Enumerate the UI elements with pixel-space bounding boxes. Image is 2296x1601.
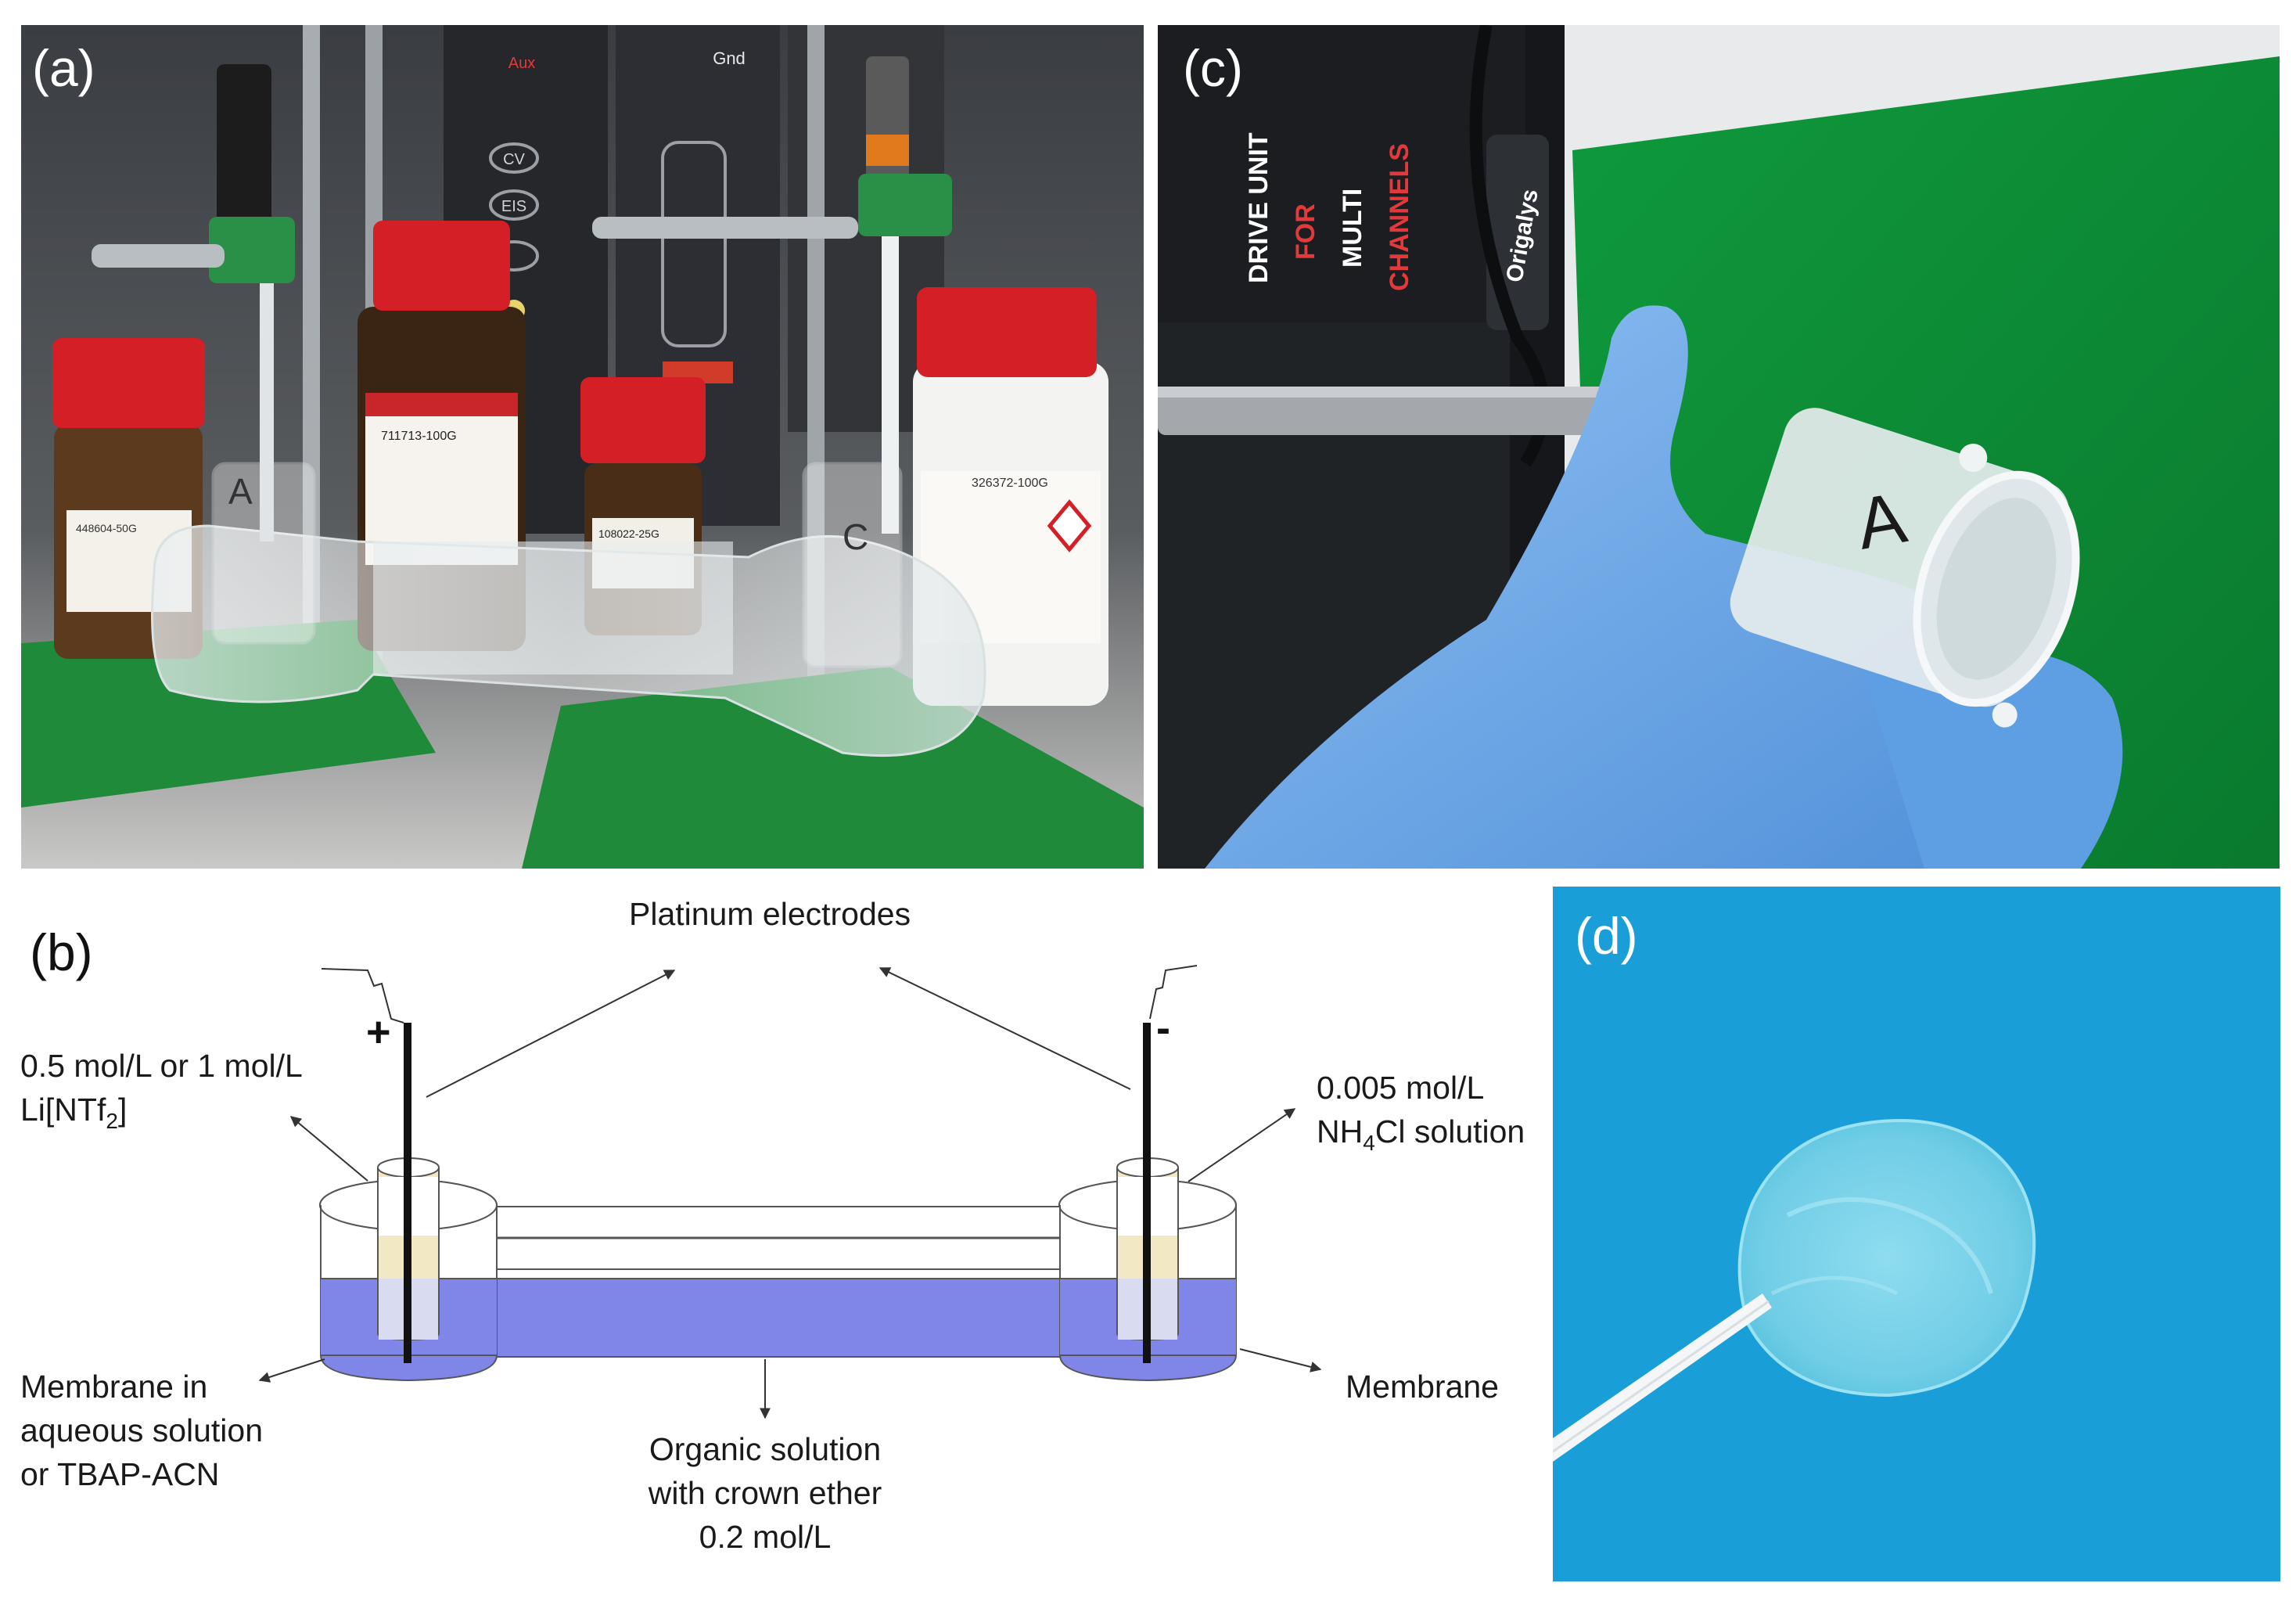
minus-sign: -	[1156, 1005, 1170, 1052]
plus-sign: +	[366, 1009, 391, 1056]
tweezers	[1553, 1293, 1772, 1462]
arrow	[1188, 1108, 1296, 1182]
glass-cell-a	[1730, 408, 2080, 728]
schematic-panel-b: + - (b) Platinum electrodes 0.5 mol/L or…	[0, 870, 1545, 1601]
green-stand-base	[522, 667, 1144, 869]
green-clamp	[858, 174, 952, 236]
device-label-gnd: Gnd	[713, 49, 746, 68]
left-electrolyte-line1: 0.5 mol/L or 1 mol/L	[20, 1048, 303, 1084]
organic-solution-line2: with crown ether	[648, 1475, 882, 1511]
h-cell-schematic: + -	[258, 965, 1322, 1419]
arrow	[258, 1358, 325, 1383]
cell-letter-a: A	[228, 471, 253, 512]
left-electrolyte-line2: Li[NTf2]	[20, 1092, 128, 1133]
device-text-multi: MULTI	[1338, 189, 1367, 268]
platinum-electrode-right	[1143, 1023, 1151, 1363]
panel-label-c: (c)	[1183, 39, 1243, 97]
platinum-electrode-left	[404, 1023, 411, 1363]
platinum-electrodes-label: Platinum electrodes	[629, 896, 911, 932]
left-membrane-label: Membrane in aqueous solution or TBAP-ACN	[20, 1365, 263, 1496]
arrow	[1239, 1348, 1322, 1373]
bottle-label: 448604-50G	[76, 522, 137, 534]
panel-label-b: (b)	[30, 923, 93, 981]
device-label-eis: EIS	[501, 198, 526, 215]
panel-label-a: (a)	[32, 39, 95, 97]
device-text-channels: CHANNELS	[1385, 143, 1414, 291]
right-electrolyte-line2: NH4Cl solution	[1317, 1114, 1525, 1155]
membrane-disc	[1737, 1119, 2036, 1398]
green-clamp	[209, 217, 295, 283]
left-electrolyte-label: 0.5 mol/L or 1 mol/L Li[NTf2]	[20, 1044, 303, 1143]
organic-solution-line1: Organic solution	[649, 1431, 882, 1467]
drive-unit-device	[1158, 25, 1525, 322]
cell-letter-c: C	[843, 516, 868, 557]
bottle-label: 326372-100G	[972, 477, 1048, 490]
arrow	[879, 967, 1131, 1090]
photo-panel-d: (d)	[1553, 887, 2280, 1581]
bottle-label: 108022-25G	[598, 527, 659, 540]
organic-solution-line3: 0.2 mol/L	[699, 1519, 832, 1555]
device-label-aux: Aux	[508, 55, 535, 72]
arrow	[289, 1116, 368, 1182]
metal-rod	[1158, 387, 1643, 435]
bottle-label: 711713-100G	[381, 430, 457, 443]
device-text-for: FOR	[1291, 203, 1320, 260]
left-membrane-line1: Membrane in	[20, 1369, 208, 1405]
organic-solution-label: Organic solution with crown ether 0.2 mo…	[609, 1427, 922, 1559]
panel-label-d: (d)	[1575, 907, 1638, 965]
photo-a-illustration: CV EIS Gnd Aux 448604-50G 711713-100G	[21, 25, 1144, 869]
device-label-cv: CV	[503, 151, 525, 168]
arrow	[426, 970, 676, 1098]
electrode-holder	[217, 64, 271, 228]
left-membrane-line3: or TBAP-ACN	[20, 1456, 220, 1492]
photo-d-illustration	[1553, 887, 2280, 1581]
photo-panel-a: CV EIS Gnd Aux 448604-50G 711713-100G	[21, 25, 1144, 869]
photo-panel-c: DRIVE UNIT FOR MULTI CHANNELS Origalys A…	[1158, 25, 2280, 869]
organic-solution	[496, 1278, 1061, 1358]
right-membrane-label: Membrane	[1346, 1369, 1499, 1405]
right-electrolyte-label: 0.005 mol/L NH4Cl solution	[1317, 1066, 1525, 1165]
right-electrolyte-line1: 0.005 mol/L	[1317, 1070, 1485, 1106]
device-text-drive-unit: DRIVE UNIT	[1244, 132, 1274, 283]
photo-c-illustration: DRIVE UNIT FOR MULTI CHANNELS Origalys A	[1158, 25, 2280, 869]
gloved-hand	[1205, 305, 2070, 869]
left-membrane-line2: aqueous solution	[20, 1412, 264, 1448]
